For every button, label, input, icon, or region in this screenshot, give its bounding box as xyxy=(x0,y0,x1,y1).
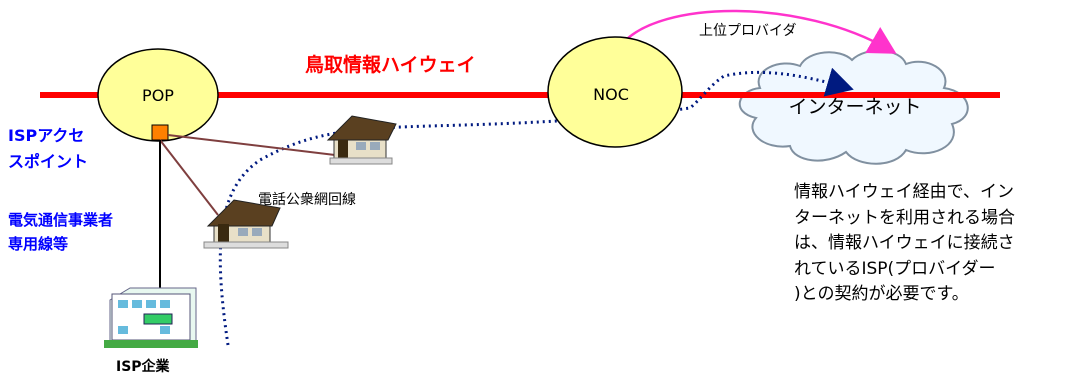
highway-label: 鳥取情報ハイウェイ xyxy=(305,54,476,76)
line-to-house-2 xyxy=(159,139,219,216)
note-line: )との契約が必要です。 xyxy=(794,284,969,304)
note-line: 情報ハイウェイ経由で、イン xyxy=(794,182,1014,202)
noc-node xyxy=(547,36,683,148)
line-to-house-1 xyxy=(167,134,336,156)
pop-node xyxy=(97,48,219,142)
isp-access-point-box xyxy=(151,124,169,141)
house-icon xyxy=(326,115,397,165)
internet-label: インターネット xyxy=(788,96,921,118)
noc-label: NOC xyxy=(593,85,629,104)
note-line: は、情報ハイウェイに接続さ xyxy=(794,233,1015,253)
isp-company-label: ISP企業 xyxy=(116,359,170,375)
note-line: れているISP(プロバイダー xyxy=(794,258,996,279)
upper-provider-label: 上位プロバイダ xyxy=(699,23,797,39)
internet-cloud xyxy=(738,49,969,165)
dotted-route xyxy=(218,67,854,346)
isp-access-point-line-2: スポイント xyxy=(8,152,89,171)
explanation-note: 情報ハイウェイ経由で、イン ターネットを利用される場合 は、情報ハイウェイに接続… xyxy=(794,180,1074,308)
upper-provider-arrow xyxy=(621,9,897,54)
note-line: ターネットを利用される場合 xyxy=(794,207,1015,228)
phone-network-label: 電話公衆網回線 xyxy=(258,192,356,208)
telecom-line-2: 専用線等 xyxy=(8,235,69,253)
building-icon xyxy=(104,287,198,348)
isp-access-point-line-1: ISPアクセ xyxy=(8,126,85,145)
telecom-line-label: 電気通信事業者 専用線等 xyxy=(8,208,168,256)
house-icon xyxy=(203,199,289,249)
pop-label: POP xyxy=(142,86,174,105)
telecom-line-1: 電気通信事業者 xyxy=(8,211,114,229)
isp-access-point-label: ISPアクセ スポイント xyxy=(8,123,98,175)
